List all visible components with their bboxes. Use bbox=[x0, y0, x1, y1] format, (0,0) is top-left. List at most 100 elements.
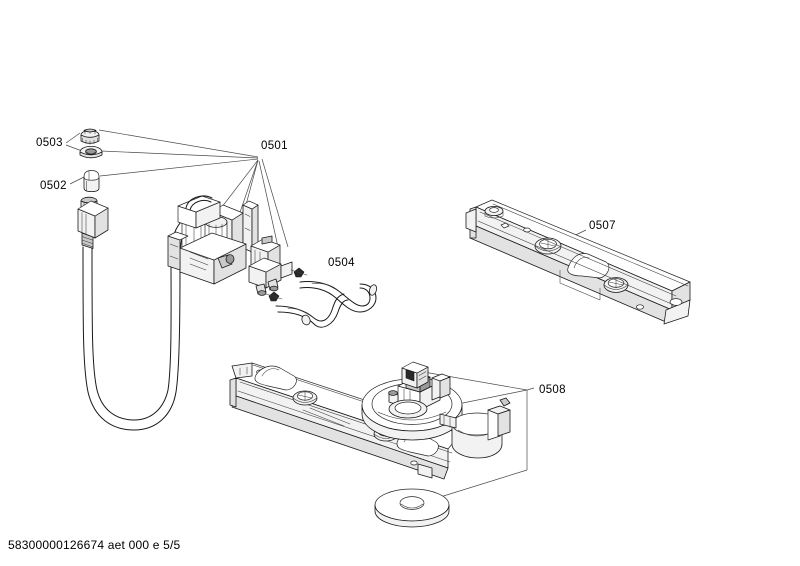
valve-top-strap-a bbox=[185, 195, 213, 209]
hose-connector-top bbox=[77, 200, 109, 217]
part-hose-set bbox=[265, 267, 378, 328]
small-valve-terminal bbox=[261, 235, 273, 245]
valve-left-foot-top bbox=[167, 231, 189, 241]
rail-0508-boss-left-cross bbox=[297, 391, 313, 402]
leader-0508-to-connector bbox=[417, 370, 528, 391]
valve-outlet-port bbox=[225, 254, 235, 264]
hose-clamp-clip-1 bbox=[290, 267, 308, 278]
valve-bracket-tab-top bbox=[242, 200, 259, 210]
bracket-0507-step-notch bbox=[559, 269, 601, 301]
valve-left-foot-slots bbox=[169, 243, 179, 260]
hose-b-centerline bbox=[287, 308, 316, 320]
leader-0501-to-valve-body bbox=[236, 159, 259, 222]
hose-a-centerline bbox=[311, 283, 342, 294]
nut-knurl bbox=[82, 137, 98, 145]
small-valve-nozzle-1-port bbox=[257, 290, 267, 296]
hose-connector-ribs bbox=[81, 212, 87, 235]
sump-vane-side bbox=[497, 409, 511, 437]
leader-0508-label bbox=[526, 387, 535, 391]
valve-left-foot-front bbox=[167, 235, 181, 271]
rail-0508-left-end bbox=[229, 377, 237, 408]
rail-0508-boss-left-skirt bbox=[292, 397, 318, 403]
rail-0508-right-tab bbox=[417, 463, 433, 479]
bracket-0507-right-tab bbox=[663, 299, 691, 325]
part-inlet-valve-assembly bbox=[167, 195, 259, 285]
washer-disc-edge bbox=[374, 504, 450, 528]
bracket-0507-round-hole-2 bbox=[636, 304, 644, 310]
washer-disc-hole bbox=[399, 496, 425, 510]
small-valve-nozzle-2-port bbox=[269, 285, 279, 292]
leader-0503-to-0501-b bbox=[100, 150, 259, 159]
bracket-0507-boss-right-skirt bbox=[603, 284, 629, 290]
callout-0503: 0503 bbox=[36, 137, 63, 149]
leader-0502-to-0501 bbox=[99, 158, 259, 177]
pump-left-stub-port bbox=[388, 390, 398, 396]
hose-a-end-port bbox=[368, 284, 378, 296]
sump-neck-ribs bbox=[443, 415, 451, 428]
bracket-0507-emboss-rib-inner bbox=[573, 257, 590, 269]
hose-b-end-port bbox=[301, 314, 311, 326]
leader-0501-to-lower-valve bbox=[258, 160, 279, 248]
callout-0504: 0504 bbox=[328, 257, 355, 269]
part-base-rail-assembly bbox=[229, 361, 511, 528]
cap-body bbox=[83, 176, 100, 192]
sump-vane-clip bbox=[499, 397, 511, 407]
pump-inner-rim-hole bbox=[394, 401, 422, 415]
leader-0501-to-lower-valve-b bbox=[261, 158, 289, 248]
leader-0508-to-washer bbox=[436, 469, 528, 499]
bracket-0507-left-tab bbox=[465, 208, 477, 233]
bracket-0507-emboss-rib bbox=[567, 253, 610, 279]
part-screw-nut-and-sealing-ring bbox=[79, 128, 103, 159]
hose-b-outer bbox=[275, 293, 345, 322]
bracket-0507-boss-left-hole bbox=[489, 207, 499, 213]
valve-manifold-top bbox=[179, 232, 247, 261]
hose-neck-ribs bbox=[81, 236, 94, 248]
bracket-0507-edge-line-1 bbox=[479, 211, 677, 297]
clip-1-arm bbox=[290, 269, 308, 276]
ring-outer-band bbox=[79, 151, 103, 159]
bracket-0507-end-hole bbox=[669, 298, 683, 306]
callout-0502: 0502 bbox=[40, 180, 67, 192]
rail-0508-left-tab bbox=[231, 362, 253, 379]
rail-0508-emboss-left-inner bbox=[261, 368, 280, 377]
leader-0503-b bbox=[65, 144, 83, 152]
rail-0508-left-tab-slots bbox=[239, 366, 248, 376]
rail-0508-hole-right bbox=[410, 460, 418, 466]
flat-washer-disc bbox=[374, 488, 450, 528]
part-counterweight-support-bracket bbox=[465, 199, 691, 325]
clip-2-arm bbox=[265, 293, 283, 300]
callout-0501: 0501 bbox=[261, 140, 288, 152]
small-valve-body-top bbox=[248, 257, 282, 273]
small-valve-coil-top bbox=[250, 238, 281, 253]
nut-head-cap bbox=[83, 128, 97, 133]
hose-clamp-clip-2 bbox=[265, 291, 283, 302]
nut-body bbox=[80, 134, 100, 144]
bracket-0507-edge-line-3 bbox=[492, 203, 689, 287]
document-footer-id: 58300000126674 aet 000 e 5/5 bbox=[8, 538, 181, 552]
leader-lines bbox=[65, 129, 587, 499]
valve-top-strap-b bbox=[189, 199, 212, 211]
connector-detached-pin-cavity bbox=[405, 369, 415, 382]
cap-dome bbox=[83, 170, 100, 181]
hose-b-inner bbox=[277, 299, 349, 328]
leader-0503-to-0501-a bbox=[98, 129, 259, 158]
connector-detached-ribs bbox=[418, 371, 427, 381]
leader-0503-a bbox=[65, 132, 81, 144]
washer-disc-hole-shade bbox=[400, 503, 424, 509]
hose-connector-neck bbox=[81, 232, 94, 249]
pump-standpipe-side bbox=[439, 376, 451, 399]
bracket-0507-square-hole-1 bbox=[500, 222, 510, 229]
pump-sump-side-band bbox=[361, 404, 463, 441]
rail-0508-brace-lines bbox=[302, 407, 351, 427]
pump-sump-assembly bbox=[361, 372, 463, 441]
part-secondary-inlet-valve bbox=[248, 235, 293, 296]
valve-manifold-hatching bbox=[189, 251, 209, 271]
sump-outlet-housing bbox=[439, 397, 511, 459]
callout-0508: 0508 bbox=[539, 384, 566, 396]
connector-block-detached bbox=[401, 361, 429, 389]
leader-0502 bbox=[69, 176, 85, 185]
part-protective-cap-sleeve bbox=[83, 170, 100, 192]
ring-inner-shade bbox=[85, 151, 97, 154]
